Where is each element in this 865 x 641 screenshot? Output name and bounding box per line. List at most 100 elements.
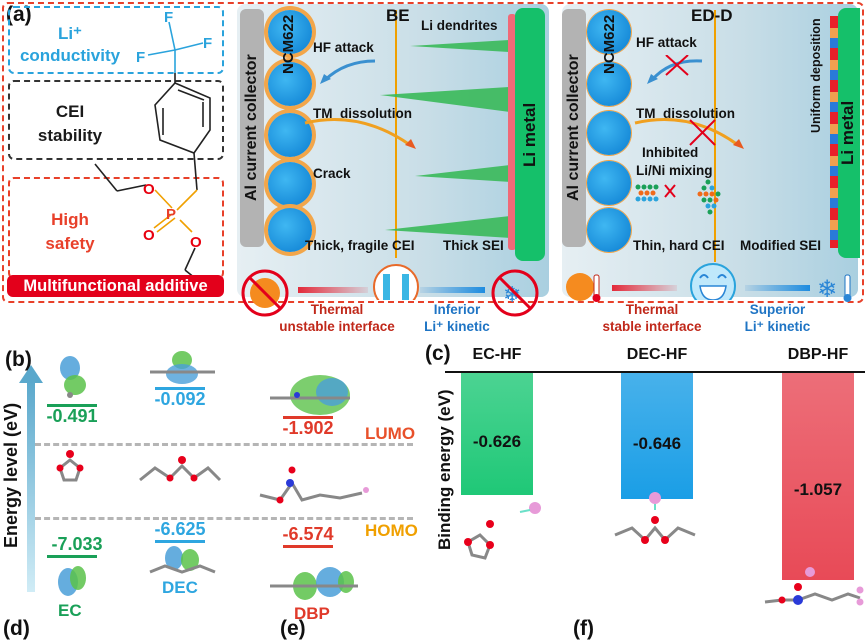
oxygen-atom-1: O [143,181,155,198]
lumo-divider [35,443,413,446]
dec-homo-level [155,540,205,543]
orbital-renderings-icon [56,351,369,600]
modified-sei-layer [830,16,839,248]
fluorine-atom-1: F [164,9,173,26]
li-metal-left-label: Li metal [520,102,539,167]
ncm622-particle [268,113,312,157]
ncm622-particle [268,62,312,106]
li-conductivity-label: Li⁺ conductivity [15,23,125,67]
panel-f-label: (f) [573,617,594,640]
energy-axis-arrow-icon [27,380,35,592]
dbp-structure-icon: F F F P O O O [94,9,212,288]
superior-kinetic-caption: Superior Li⁺ kinetic [740,301,815,335]
homo-label: HOMO [365,521,418,540]
ncm622-right-label: NCM622 [601,14,618,74]
li-metal-right [838,8,860,258]
oxygen-atom-3: O [190,234,202,251]
inhibited-label: Inhibited [642,145,699,160]
energy-axis-arrowhead-icon [19,365,43,383]
kinetic-arrow-left-icon [420,287,485,293]
crack-label: Crack [313,166,351,181]
cei-stability-label: CEI stability [15,100,125,148]
al-collector-left [240,9,264,247]
be-title: BE [386,6,410,25]
dec-lumo-value: -0.092 [154,389,206,409]
dbp-name: DBP [294,604,330,623]
ec-homo-value: -7.033 [51,534,103,554]
kinetic-arrow-right-icon [745,285,810,291]
conductivity-text: conductivity [19,46,121,65]
blocked-hf-arrow-icon [650,59,703,82]
dbp-homo-value: -6.574 [282,524,334,544]
thermal-text: Thermal [625,302,679,317]
category-label: EC-HF [472,346,522,363]
high-text: High [51,210,89,229]
ec-homo-level [47,555,97,558]
ncm622-particle [587,62,631,106]
lumo-label: LUMO [365,424,416,443]
dbp-lumo-level [283,416,333,419]
bar-dbp-hf [782,373,854,580]
fluorine-atom-2: F [203,35,212,52]
thermal-arrow-right-icon [612,285,677,291]
category-label: DEC-HF [626,346,688,363]
smiling-face-icon [690,263,736,300]
ncm622-left-label: NCM622 [280,14,297,74]
ncm622-particle [587,161,631,205]
hf-attack-arrow-icon [323,59,376,82]
tm-dissolution-right-label: TM dissolution [636,106,735,121]
bar-ec-hf [461,373,533,496]
dec-name: DEC [162,578,198,597]
ncm622-particle [587,10,631,54]
panel-e-label: (e) [280,617,306,640]
thin-hard-cei-label: Thin, hard CEI [633,238,725,253]
ncm622-particle [268,10,312,54]
tm-dissolution-left-label: TM dissolution [313,106,412,121]
stable-interface-text: stable interface [602,319,702,334]
bar-value-label: -0.626 [472,431,522,451]
al-collector-right [562,9,586,247]
hf-attack-right-label: HF attack [636,35,697,50]
binding-energy-axis-label: Binding energy (eV) [435,389,454,551]
tm-dissolution-arrow-icon [304,117,411,147]
region-cei-stability [8,80,224,160]
oxygen-atom-2: O [143,227,155,244]
edd-title: ED-D [691,6,733,25]
high-safety-label: High safety [15,208,125,256]
panel-d-label: (d) [3,617,30,640]
al-collector-right-label: Al current collector [565,54,582,202]
dec-homo-value: -6.625 [154,519,206,539]
bar-value-label: -0.646 [632,433,682,453]
li-kinetic-text: Li⁺ kinetic [424,319,490,334]
thermal-stable-caption: Thermal stable interface [592,301,712,335]
panel-a-frame [2,2,864,303]
separator-left [395,10,397,258]
arrows-left-cell [304,59,416,149]
modified-sei-label: Modified SEI [740,238,821,253]
arrows-right-cell [634,55,744,215]
category-label: DBP-HF [787,346,849,363]
ec-lumo-level [47,404,97,407]
li-ni-mixing-label: Li/Ni mixing [636,163,713,178]
li-dendrites-icon [380,40,510,238]
li-metal-left [515,8,545,261]
li-kinetic-text: Li⁺ kinetic [744,319,811,334]
ncm622-particle [268,208,312,252]
thermal-text: Thermal [310,302,364,317]
hot-sun-prohibited-icon [241,269,289,317]
hf-attack-left-label: HF attack [313,40,374,55]
multifunctional-additive-banner: Multifunctional additive [7,275,224,297]
cei-text: CEI [55,102,85,121]
ncm622-particle [587,111,631,155]
ec-name: EC [58,601,82,620]
zero-axis-line [445,371,865,373]
region-li-conductivity [8,6,224,74]
ncm622-particle [268,162,312,206]
thermometer-snowflake-icon: ❄ [817,274,852,303]
li-ion-text: Li⁺ [57,24,83,43]
hf-complex-renderings-icon [464,492,864,606]
superior-text: Superior [749,302,806,317]
separator-right [714,10,716,262]
unstable-interface-text: unstable interface [279,319,395,334]
panel-c-title: (c) [425,342,451,365]
